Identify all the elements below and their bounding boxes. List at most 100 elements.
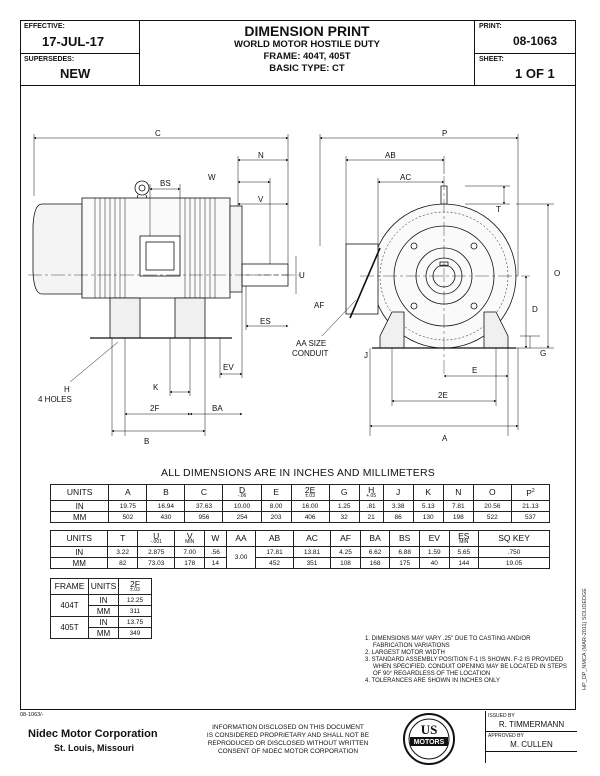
table1-cell: 16.00 bbox=[290, 500, 330, 512]
t2-h1: T bbox=[107, 530, 138, 547]
t2-r1c11: 40 bbox=[418, 557, 450, 569]
t2-r0c7: 13.81 bbox=[292, 546, 332, 558]
side-dimensions bbox=[33, 134, 297, 436]
table1-cell: 21 bbox=[358, 511, 384, 523]
t3-405-in-label: IN bbox=[88, 616, 119, 628]
t1-h0: UNITS bbox=[49, 484, 110, 501]
dim-2F: 2F bbox=[150, 404, 159, 413]
motor-dimension-drawing: C N BS W V U AF ES EV K H 4 HOLES 2F BA … bbox=[28, 129, 560, 446]
table1-cell: 203 bbox=[260, 511, 292, 523]
side-view bbox=[28, 180, 300, 339]
t2-r0c8: 4.25 bbox=[330, 546, 361, 558]
table1-cell: 406 bbox=[290, 511, 330, 523]
t2-r0c6: 17.81 bbox=[255, 546, 294, 558]
frame-row-404-in: 404T IN 12.25 bbox=[50, 594, 152, 617]
table1-cell: IN bbox=[49, 500, 110, 512]
table1-cell: .81 bbox=[358, 500, 384, 512]
t2-r0c9: 6.62 bbox=[359, 546, 391, 558]
table1-cell: 198 bbox=[442, 511, 474, 523]
page-title: DIMENSION PRINT bbox=[244, 23, 370, 39]
dim-D: D bbox=[532, 305, 538, 314]
template-id: HP_DP_NMCA (MAR-2011) SOLIDEDGE bbox=[582, 588, 588, 690]
frame-table-header: FRAME UNITS 2F±.03 bbox=[50, 578, 152, 595]
table1-cell: 16.94 bbox=[146, 500, 186, 512]
t2-h0: UNITS bbox=[49, 530, 109, 547]
supersedes-label: SUPERSEDES: bbox=[24, 56, 75, 63]
end-view bbox=[345, 176, 530, 376]
table1-cell: 130 bbox=[412, 511, 444, 523]
note-1: 1. DIMENSIONS MAY VARY .25" DUE TO CASTI… bbox=[365, 636, 531, 649]
t3-frame-405: 405T bbox=[50, 616, 89, 639]
t2-r1c3: 178 bbox=[174, 557, 205, 569]
table1-cell: 8.00 bbox=[260, 500, 292, 512]
t2-r1c2: 73.03 bbox=[136, 557, 176, 569]
table2-row-mm: MM 82 73.03 178 14 452 351 108 168 175 4… bbox=[49, 557, 550, 569]
table1-cell: 3.38 bbox=[382, 500, 414, 512]
frame-row-405-in: 405T IN 13.75 bbox=[50, 616, 152, 639]
t2-r1c9: 168 bbox=[359, 557, 391, 569]
dimension-labels: C N BS W V U AF ES EV K H 4 HOLES 2F BA … bbox=[38, 129, 560, 446]
print-block: PRINT: 08-1063 SHEET: 1 OF 1 bbox=[475, 20, 576, 86]
notes-list: 1. DIMENSIONS MAY VARY .25" DUE TO CASTI… bbox=[365, 636, 570, 685]
t2-r1c4: 14 bbox=[204, 557, 227, 569]
t1-h10: K bbox=[412, 484, 444, 501]
t3-405-in: 13.75 bbox=[118, 616, 152, 628]
t2-h6: AB bbox=[255, 530, 294, 547]
t1-h7: G bbox=[328, 484, 360, 501]
dim-C: C bbox=[155, 129, 161, 138]
logo-text: MOTORS bbox=[414, 739, 445, 746]
sheet-value: 1 OF 1 bbox=[515, 66, 555, 81]
t2-h9: BA bbox=[359, 530, 391, 547]
t1-h11: N bbox=[442, 484, 474, 501]
t2-r1c8: 108 bbox=[330, 557, 361, 569]
t3-404-in-label: IN bbox=[88, 594, 119, 606]
title-header: EFFECTIVE: 17-JUL-17 SUPERSEDES: NEW DIM… bbox=[20, 20, 576, 86]
table1-cell: 254 bbox=[222, 511, 262, 523]
holes-note: 4 HOLES bbox=[38, 395, 72, 404]
t2-h8: AF bbox=[330, 530, 361, 547]
t2-h13: SQ KEY bbox=[478, 530, 550, 547]
approved-by-label: APPROVED BY bbox=[488, 733, 524, 739]
table1-cell: MM bbox=[49, 511, 110, 523]
dim-U: U bbox=[299, 271, 305, 280]
dimension-table-1: UNITS A B C D-.06 E 2E±.03 G H+.05 J K N… bbox=[49, 484, 551, 523]
note-2: 2. LARGEST MOTOR WIDTH bbox=[365, 650, 445, 656]
sheet-label: SHEET: bbox=[479, 56, 504, 63]
t2-r0c0: IN bbox=[49, 546, 109, 558]
t1-h4: D-.06 bbox=[222, 484, 262, 501]
table1-cell: 21.13 bbox=[510, 500, 551, 512]
table2-row-in: IN 3.22 2.875 7.00 .56 3.00 17.81 13.81 … bbox=[49, 546, 550, 569]
table1-cell: 1.25 bbox=[328, 500, 360, 512]
frame-row-404-mm: MM 311 bbox=[51, 605, 152, 617]
t2-r1c7: 351 bbox=[292, 557, 332, 569]
t2-r1c13: 19.05 bbox=[478, 557, 550, 569]
dim-H: H bbox=[64, 385, 70, 394]
dim-W: W bbox=[208, 173, 216, 182]
t1-h1: A bbox=[108, 484, 148, 501]
effective-date: 17-JUL-17 bbox=[42, 34, 105, 49]
t1-h2: B bbox=[146, 484, 186, 501]
doc-ref: 08-1063/- bbox=[20, 712, 44, 718]
t2-r0c3: 7.00 bbox=[174, 546, 205, 558]
table1-cell: 522 bbox=[472, 511, 512, 523]
dim-EV: EV bbox=[223, 363, 234, 372]
t2-r0c12: 5.65 bbox=[448, 546, 480, 558]
table1-cell: 20.56 bbox=[472, 500, 512, 512]
note-4: 4. TOLERANCES ARE SHOWN IN INCHES ONLY bbox=[365, 678, 501, 684]
disclaimer-line-1: INFORMATION DISCLOSED ON THIS DOCUMENT bbox=[212, 724, 364, 731]
dimension-print-page: EFFECTIVE: 17-JUL-17 SUPERSEDES: NEW DIM… bbox=[20, 20, 577, 765]
border-frame bbox=[20, 20, 576, 710]
t3-404-mm-label: MM bbox=[88, 605, 119, 617]
dim-G: G bbox=[540, 349, 546, 358]
t2-r1c10: 175 bbox=[389, 557, 420, 569]
signature-block: ISSUED BY R. TIMMERMANN APPROVED BY M. C… bbox=[485, 711, 577, 763]
t1-h5: E bbox=[260, 484, 292, 501]
issued-by-label: ISSUED BY bbox=[488, 713, 515, 719]
note-3: 3. STANDARD ASSEMBLY POSITION F-1 IS SHO… bbox=[365, 657, 567, 677]
